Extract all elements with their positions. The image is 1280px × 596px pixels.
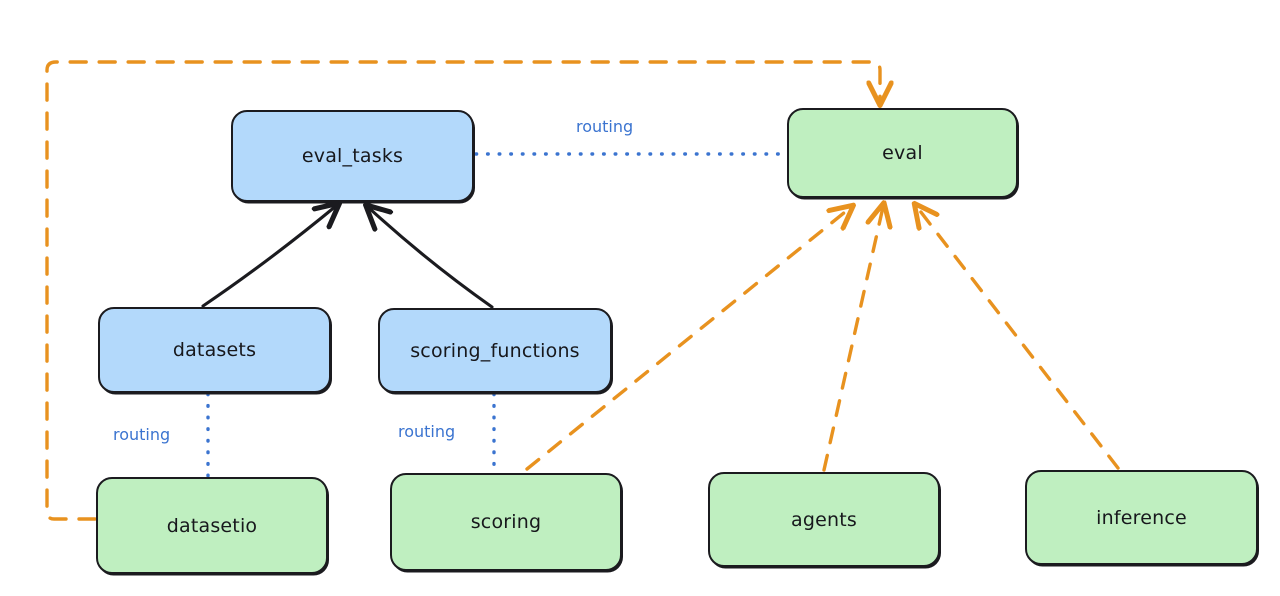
node-datasetio[interactable]: datasetio: [96, 477, 328, 574]
edge-scoring-functions-to-eval-tasks: [369, 208, 494, 309]
node-scoring[interactable]: scoring: [390, 473, 622, 571]
node-label-agents: agents: [791, 508, 857, 531]
edge-scoring-to-eval-dependency: [525, 208, 850, 471]
edge-datasets-to-eval-tasks: [201, 206, 336, 308]
node-inference[interactable]: inference: [1025, 470, 1258, 565]
node-datasets[interactable]: datasets: [98, 307, 331, 393]
node-label-inference: inference: [1096, 506, 1187, 529]
node-label-eval: eval: [882, 142, 923, 164]
node-label-datasetio: datasetio: [166, 514, 258, 537]
node-scoring-functions[interactable]: scoring_functions: [378, 308, 612, 393]
edge-agents-to-eval-dependency: [822, 207, 883, 472]
node-agents[interactable]: agents: [708, 472, 940, 567]
node-label-scoring: scoring: [470, 511, 542, 533]
edge-label-routing-eval-tasks-eval: routing: [576, 117, 634, 136]
node-label-eval-tasks: eval_tasks: [301, 145, 404, 167]
edge-label-routing-datasets-datasetio: routing: [113, 425, 171, 444]
node-eval[interactable]: eval: [787, 108, 1018, 198]
node-eval-tasks[interactable]: eval_tasks: [231, 110, 474, 202]
edge-inference-to-eval-dependency: [917, 207, 1120, 470]
edge-datasetio-to-eval-dependency: [45, 60, 880, 521]
node-label-scoring-functions: scoring_functions: [410, 339, 580, 362]
node-label-datasets: datasets: [172, 339, 257, 361]
edge-label-routing-scoring-functions-scoring: routing: [398, 422, 456, 441]
